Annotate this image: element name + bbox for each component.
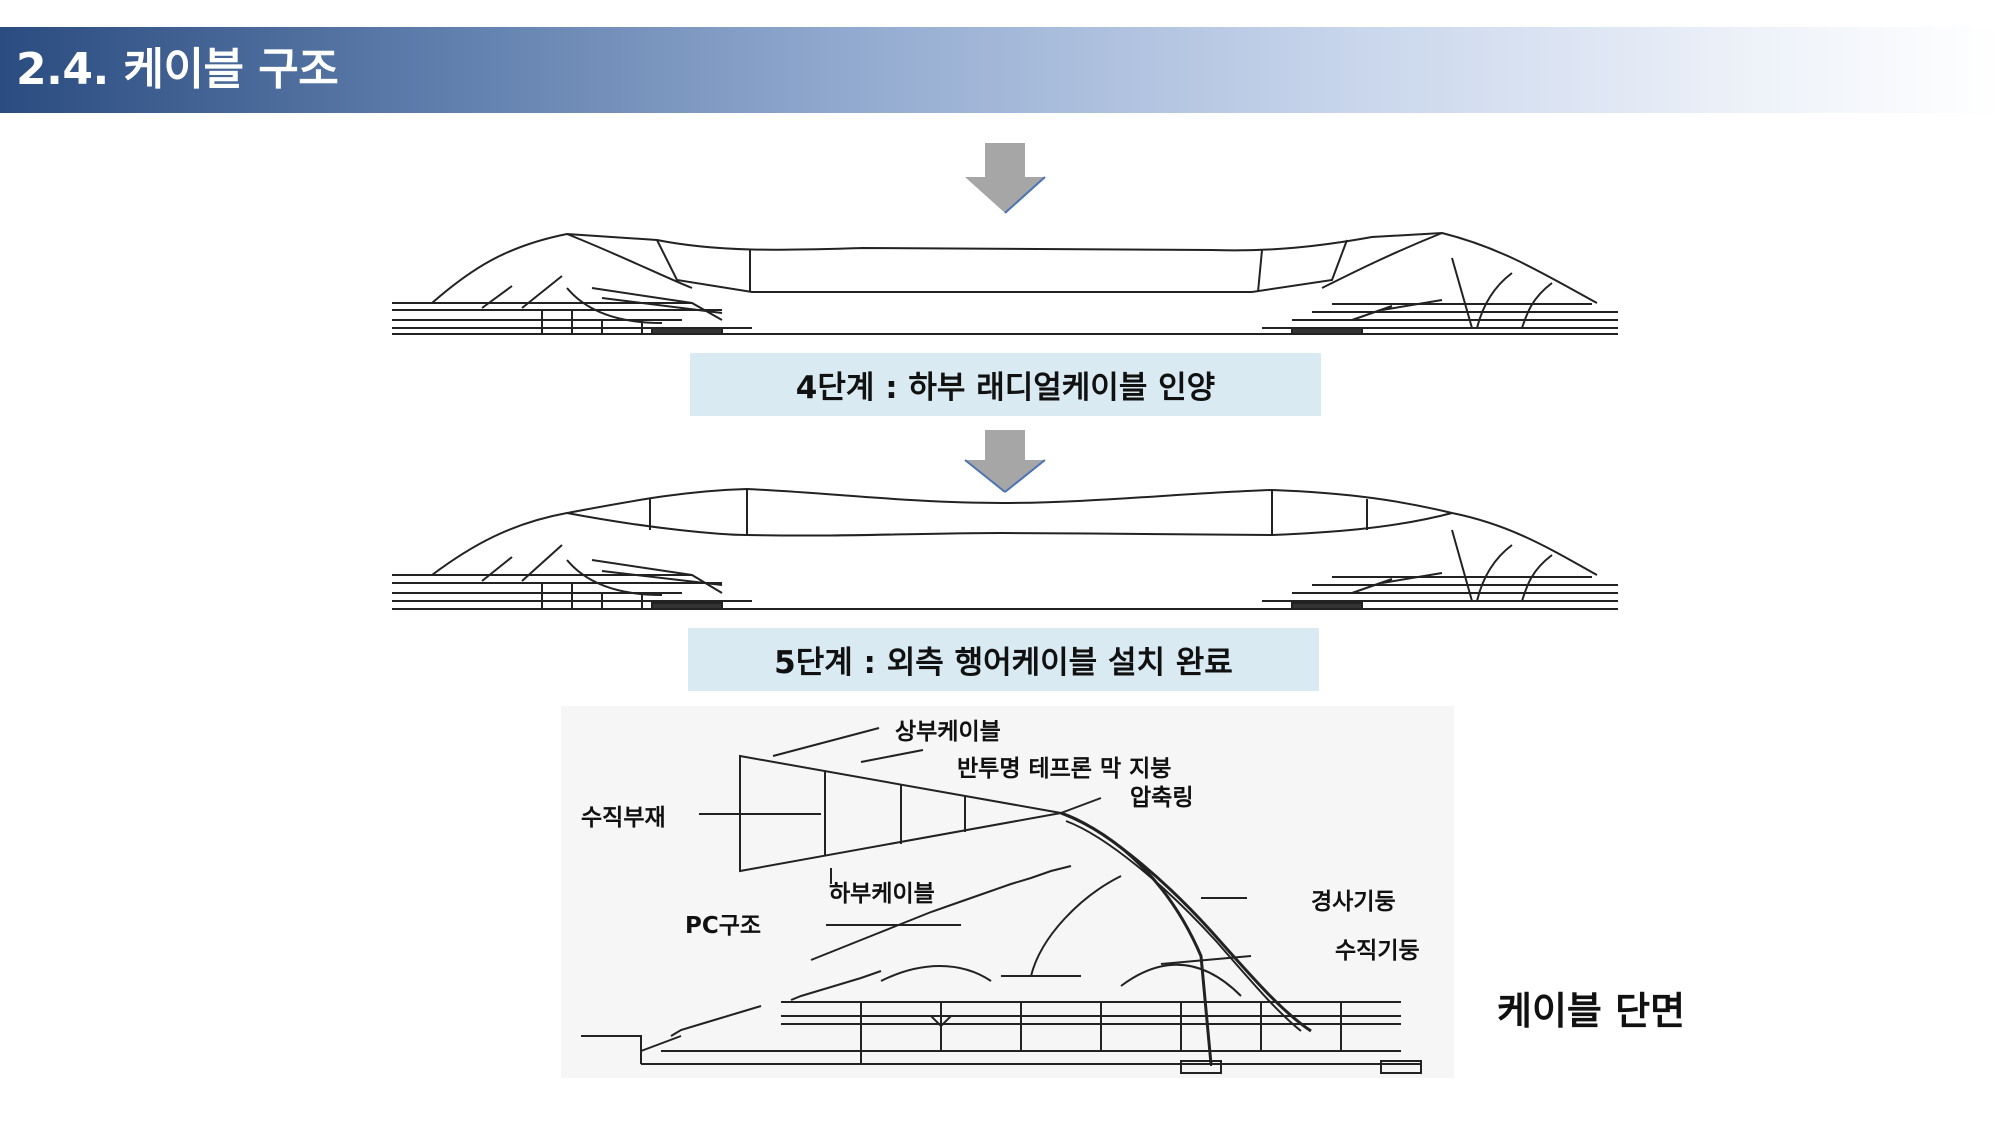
down-arrow-icon	[964, 430, 1046, 493]
title-bar: 2.4. 케이블 구조	[0, 27, 2000, 113]
stage4-caption: 4단계 : 하부 래디얼케이블 인양	[690, 353, 1321, 416]
inclined-column-label: 경사기둥	[1311, 889, 1396, 915]
vertical-member-label: 수직부재	[581, 805, 666, 831]
lower-cable-label: 하부케이블	[829, 881, 935, 907]
vertical-column-label: 수직기둥	[1335, 938, 1420, 964]
stage5-diagram	[392, 487, 1618, 610]
stage4-diagram	[392, 231, 1618, 335]
stage5-caption: 5단계 : 외측 행어케이블 설치 완료	[688, 628, 1319, 691]
down-arrow-icon	[965, 143, 1046, 214]
membrane-roof-label: 반투명 테프론 막 지붕	[957, 756, 1172, 782]
cable-section-diagram: 상부케이블 반투명 테프론 막 지붕 압축링 수직부재 하부케이블 PC구조 경…	[561, 706, 1454, 1078]
page-title: 2.4. 케이블 구조	[16, 44, 339, 95]
compression-ring-label: 압축링	[1130, 785, 1194, 811]
pc-structure-label: PC구조	[685, 913, 762, 939]
upper-cable-label: 상부케이블	[895, 719, 1001, 745]
section-caption: 케이블 단면	[1497, 989, 1686, 1033]
